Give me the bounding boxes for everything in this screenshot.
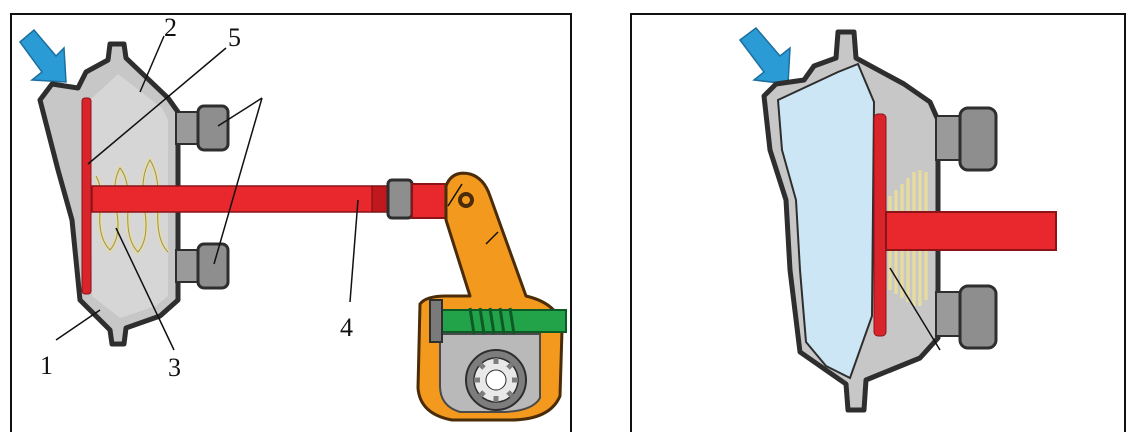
callout-4: 4 [340, 313, 353, 342]
diaphragm [82, 98, 91, 294]
mounting-bolt-upper [176, 106, 228, 150]
left-assembly: 1 2 3 4 5 [20, 13, 566, 420]
mounting-bolt-lower [176, 244, 228, 288]
push-rod [92, 186, 388, 212]
callout-1: 1 [40, 351, 53, 380]
callout-5: 5 [228, 23, 241, 52]
callout-3: 3 [168, 353, 181, 382]
right-assembly [740, 28, 1056, 410]
push-rod [886, 212, 1056, 250]
diaphragm [874, 114, 886, 336]
mounting-bolt-lower [936, 286, 996, 348]
air-inlet-arrow-icon [740, 28, 790, 84]
worm-wheel [466, 350, 526, 410]
air-inlet-arrow-icon [20, 30, 66, 82]
callout-2: 2 [164, 13, 177, 42]
mounting-bolt-upper [936, 108, 996, 170]
clevis-nut [372, 180, 412, 218]
